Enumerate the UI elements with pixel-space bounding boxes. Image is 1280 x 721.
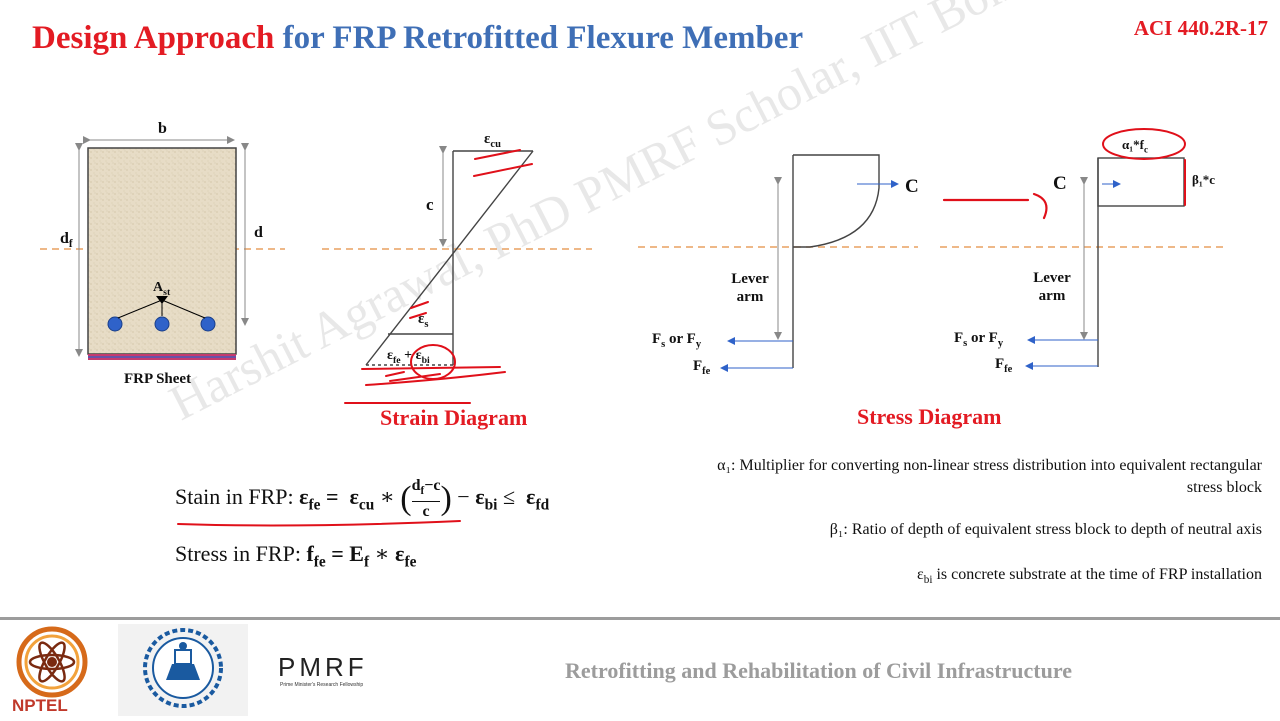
lever-arm-label: Lever arm — [731, 271, 769, 305]
depth-label-df: df — [60, 230, 73, 251]
iitb-emblem-icon — [143, 628, 223, 708]
alpha-fc-label: α₁*fc — [1122, 137, 1149, 155]
code-reference: ACI 440.2R-17 — [1133, 16, 1268, 40]
page-title: Design Approach for FRP Retrofitted Flex… — [32, 20, 803, 57]
iitb-logo — [118, 624, 248, 716]
beta-c-label: β₁*c — [1192, 172, 1216, 187]
nptel-emblem-icon — [16, 626, 88, 698]
stress-diagram-equivalent — [1025, 157, 1185, 370]
nptel-logo: NPTEL — [0, 624, 104, 716]
frp-sheet-label: FRP Sheet — [124, 371, 192, 387]
stress-diagram-caption: Stress Diagram — [857, 404, 1002, 429]
strain-diagram — [365, 146, 534, 366]
transform-arrow — [942, 192, 1048, 220]
frp-force-label-2: Ffe — [995, 356, 1013, 375]
red-annotations — [177, 128, 1186, 527]
strain-eps-cu: εcu — [484, 131, 501, 150]
compression-c-label: C — [905, 176, 919, 197]
lever-arm-label-2: Lever arm — [1033, 270, 1071, 304]
steel-force-label: Fs or Fy — [652, 331, 702, 350]
diagram-canvas — [40, 128, 1225, 527]
pmrf-text: PMRF — [278, 652, 368, 682]
width-label-b: b — [158, 120, 167, 137]
neutral-axis-depth-c: c — [426, 195, 434, 214]
steel-force-label-2: Fs or Fy — [954, 330, 1004, 349]
strain-eps-s: εs — [418, 311, 429, 330]
stress-diagram-actual — [720, 154, 899, 372]
beta-definition: β₁: Ratio of depth of equivalent stress … — [829, 521, 1262, 538]
pmrf-subtitle: Prime Minister's Research Fellowship — [280, 682, 364, 688]
rebar-left — [107, 316, 123, 332]
frp-force-label: Ffe — [693, 358, 711, 377]
eps-bi-definition: εbi is concrete substrate at the time of… — [917, 566, 1262, 587]
footer-divider — [0, 617, 1280, 620]
course-title: Retrofitting and Rehabilitation of Civil… — [565, 658, 1072, 683]
strain-eps-fe-bi: εfe + εbi — [387, 348, 430, 366]
nptel-text: NPTEL — [12, 696, 68, 715]
beam-cross-section — [75, 136, 249, 360]
rebar-right — [200, 316, 216, 332]
stress-equation: Stress in FRP: ffe = Ef ∗ εfe — [175, 541, 417, 571]
rebar-area-label: Ast — [153, 280, 171, 298]
rebar-middle — [154, 316, 170, 332]
title-blue-part: for FRP Retrofitted Flexure Member — [282, 20, 804, 56]
compression-c-label-2: C — [1053, 173, 1067, 194]
title-red-part: Design Approach — [32, 20, 275, 56]
pmrf-logo: PMRF Prime Minister's Research Fellowshi… — [262, 624, 386, 716]
strain-diagram-caption: Strain Diagram — [380, 405, 528, 430]
alpha-definition: α₁: Multiplier for converting non-linear… — [717, 457, 1262, 496]
depth-label-d: d — [254, 224, 263, 241]
